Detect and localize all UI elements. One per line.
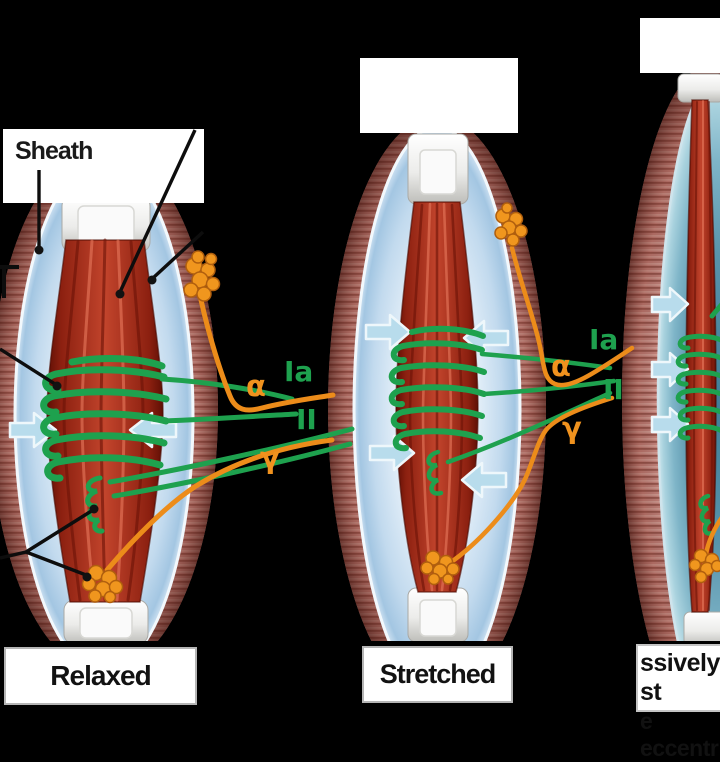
caption-relaxed: Relaxed <box>4 647 197 705</box>
ia-afferent-label-stretched: Ia <box>589 326 618 354</box>
sheath-label-box: Sheath <box>3 129 204 203</box>
alpha-motor-label-stretched: α <box>551 352 571 381</box>
gamma-motor-label-stretched: γ <box>562 414 582 443</box>
caption-excessively-stretched: ssively st e eccentr <box>636 644 720 712</box>
tendon-top <box>678 74 720 102</box>
gamma-motor-label-relaxed: γ <box>260 444 280 473</box>
sheath-label: Sheath <box>3 129 204 166</box>
caption-stretched-text: Stretched <box>380 659 496 690</box>
alpha-motor-label-relaxed: α <box>246 372 266 401</box>
caption-stretched: Stretched <box>362 646 513 703</box>
caption-excessive-line1: ssively st <box>640 649 720 707</box>
tendon-top <box>408 134 468 204</box>
ii-afferent-label-relaxed: II <box>296 406 317 434</box>
caption-relaxed-text: Relaxed <box>50 660 150 692</box>
caption-excessive-line2: e eccentr <box>640 708 720 762</box>
figure-muscle-spindle-states: { "figure": { "background": "#000000", "… <box>0 0 720 720</box>
tendon-bottom <box>64 600 148 644</box>
ia-afferent-label-relaxed: Ia <box>284 358 313 386</box>
tendon-bottom <box>408 588 468 642</box>
ii-afferent-label-stretched: II <box>603 376 624 404</box>
covered-label-box-middle <box>360 58 518 133</box>
tendon-bottom <box>684 612 720 646</box>
covered-label-box-right <box>640 18 720 73</box>
